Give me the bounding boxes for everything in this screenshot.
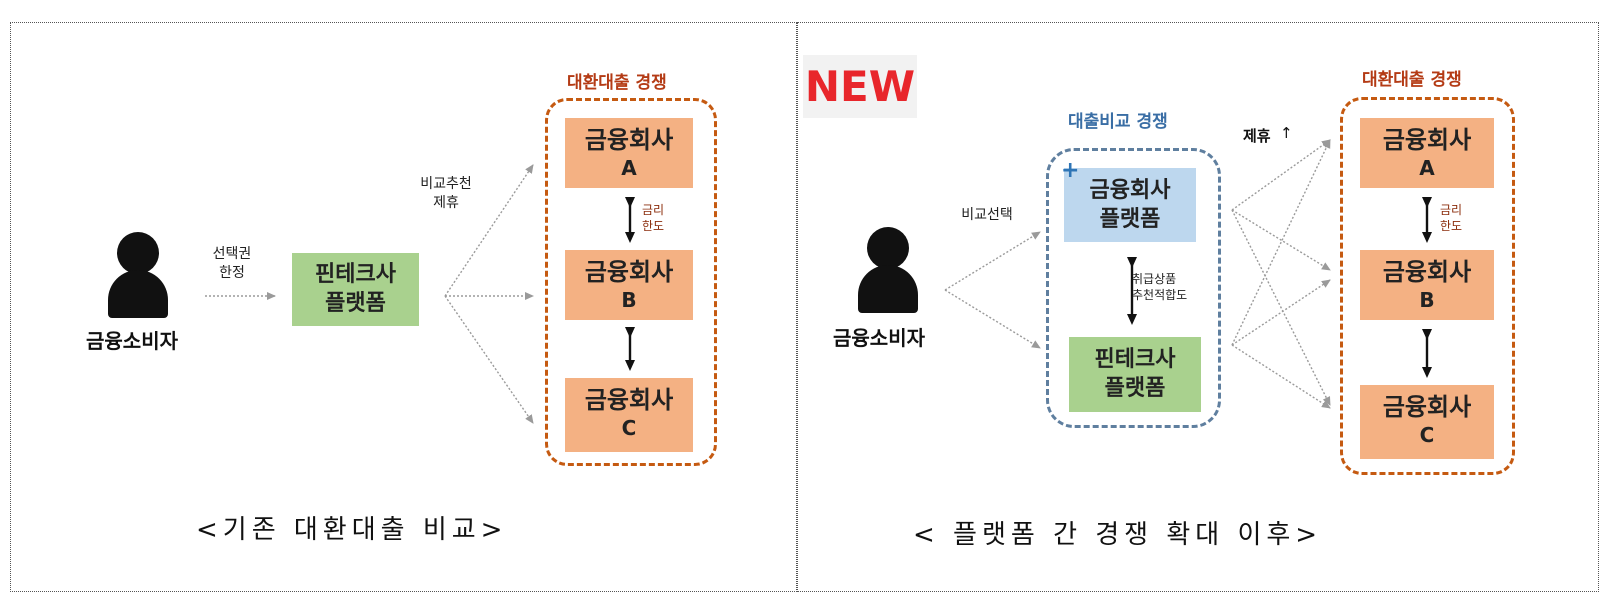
company-letter: A bbox=[1419, 156, 1435, 180]
new-badge: NEW bbox=[803, 55, 917, 118]
fintech-platform-box: 핀테크사 플랫폼 bbox=[1069, 337, 1201, 412]
loan-compare-competition-group bbox=[1046, 148, 1221, 428]
company-name: 금융회사 bbox=[1382, 258, 1472, 286]
person-icon bbox=[858, 265, 918, 313]
refinance-competition-group bbox=[1340, 97, 1515, 475]
arrow-fp-to-a bbox=[1231, 139, 1331, 211]
company-name: 금융회사 bbox=[1382, 393, 1472, 421]
right-caption: < 플랫폼 간 경쟁 확대 이후> bbox=[913, 520, 1323, 550]
arrow-consumer-to-finplatform bbox=[944, 231, 1041, 291]
company-letter: B bbox=[621, 288, 637, 312]
left-caption: <기존 대환대출 비교> bbox=[196, 515, 508, 545]
person-icon-head bbox=[867, 227, 909, 269]
arrow-consumer-to-fintech-right bbox=[944, 289, 1041, 349]
financial-company-platform-box: 금융회사 플랫폼 bbox=[1064, 168, 1196, 242]
choice-limited-label: 선택권 한정 bbox=[212, 246, 252, 281]
compare-select-label: 비교선택 bbox=[961, 207, 1013, 223]
plus-icon: + bbox=[1061, 158, 1080, 183]
arrow-ft-to-c bbox=[1231, 344, 1331, 409]
company-letter: C bbox=[621, 416, 637, 440]
fintech-platform-box: 핀테크사 플랫폼 bbox=[292, 253, 419, 326]
company-name: 금융회사 bbox=[584, 126, 674, 154]
partner-recommend-label: 비교추천 제휴 bbox=[420, 176, 472, 211]
person-icon-head bbox=[117, 232, 159, 274]
financial-company-c: 금융회사 C bbox=[565, 378, 693, 452]
company-letter: A bbox=[621, 156, 637, 180]
right-panel bbox=[797, 22, 1599, 592]
arrow-ft-to-a bbox=[1231, 139, 1331, 346]
rate-limit-label: 금리 한도 bbox=[642, 203, 665, 233]
financial-company-c: 금융회사 C bbox=[1360, 385, 1494, 459]
consumer-label: 금융소비자 bbox=[86, 329, 178, 353]
consumer-label: 금융소비자 bbox=[833, 326, 925, 350]
financial-company-a: 금융회사 A bbox=[565, 118, 693, 188]
company-name: 금융회사 bbox=[584, 386, 674, 414]
partner-label: 제휴 bbox=[1243, 127, 1271, 145]
refinance-competition-title: 대환대출 경쟁 bbox=[1362, 70, 1462, 90]
refinance-competition-title: 대환대출 경쟁 bbox=[567, 73, 667, 93]
partner-up-arrow-icon: ↑ bbox=[1280, 124, 1293, 142]
loan-compare-competition-title: 대출비교 경쟁 bbox=[1068, 112, 1168, 132]
rate-limit-label: 금리 한도 bbox=[1440, 203, 1463, 233]
company-name: 금융회사 bbox=[1382, 126, 1472, 154]
financial-company-b: 금융회사 B bbox=[1360, 250, 1494, 320]
company-letter: B bbox=[1419, 288, 1435, 312]
financial-company-b: 금융회사 B bbox=[565, 250, 693, 320]
company-letter: C bbox=[1419, 423, 1435, 447]
arrow-fintech-to-c bbox=[444, 295, 534, 424]
arrow-fp-to-b bbox=[1231, 209, 1331, 271]
left-panel bbox=[10, 22, 797, 592]
product-fit-label: 취급상품 추천적합도 bbox=[1132, 272, 1188, 302]
person-icon bbox=[108, 270, 168, 318]
company-name: 금융회사 bbox=[584, 258, 674, 286]
financial-company-a: 금융회사 A bbox=[1360, 118, 1494, 188]
refinance-competition-group bbox=[545, 98, 717, 466]
arrow-ft-to-b bbox=[1231, 279, 1331, 346]
arrow-fp-to-c bbox=[1231, 209, 1331, 406]
